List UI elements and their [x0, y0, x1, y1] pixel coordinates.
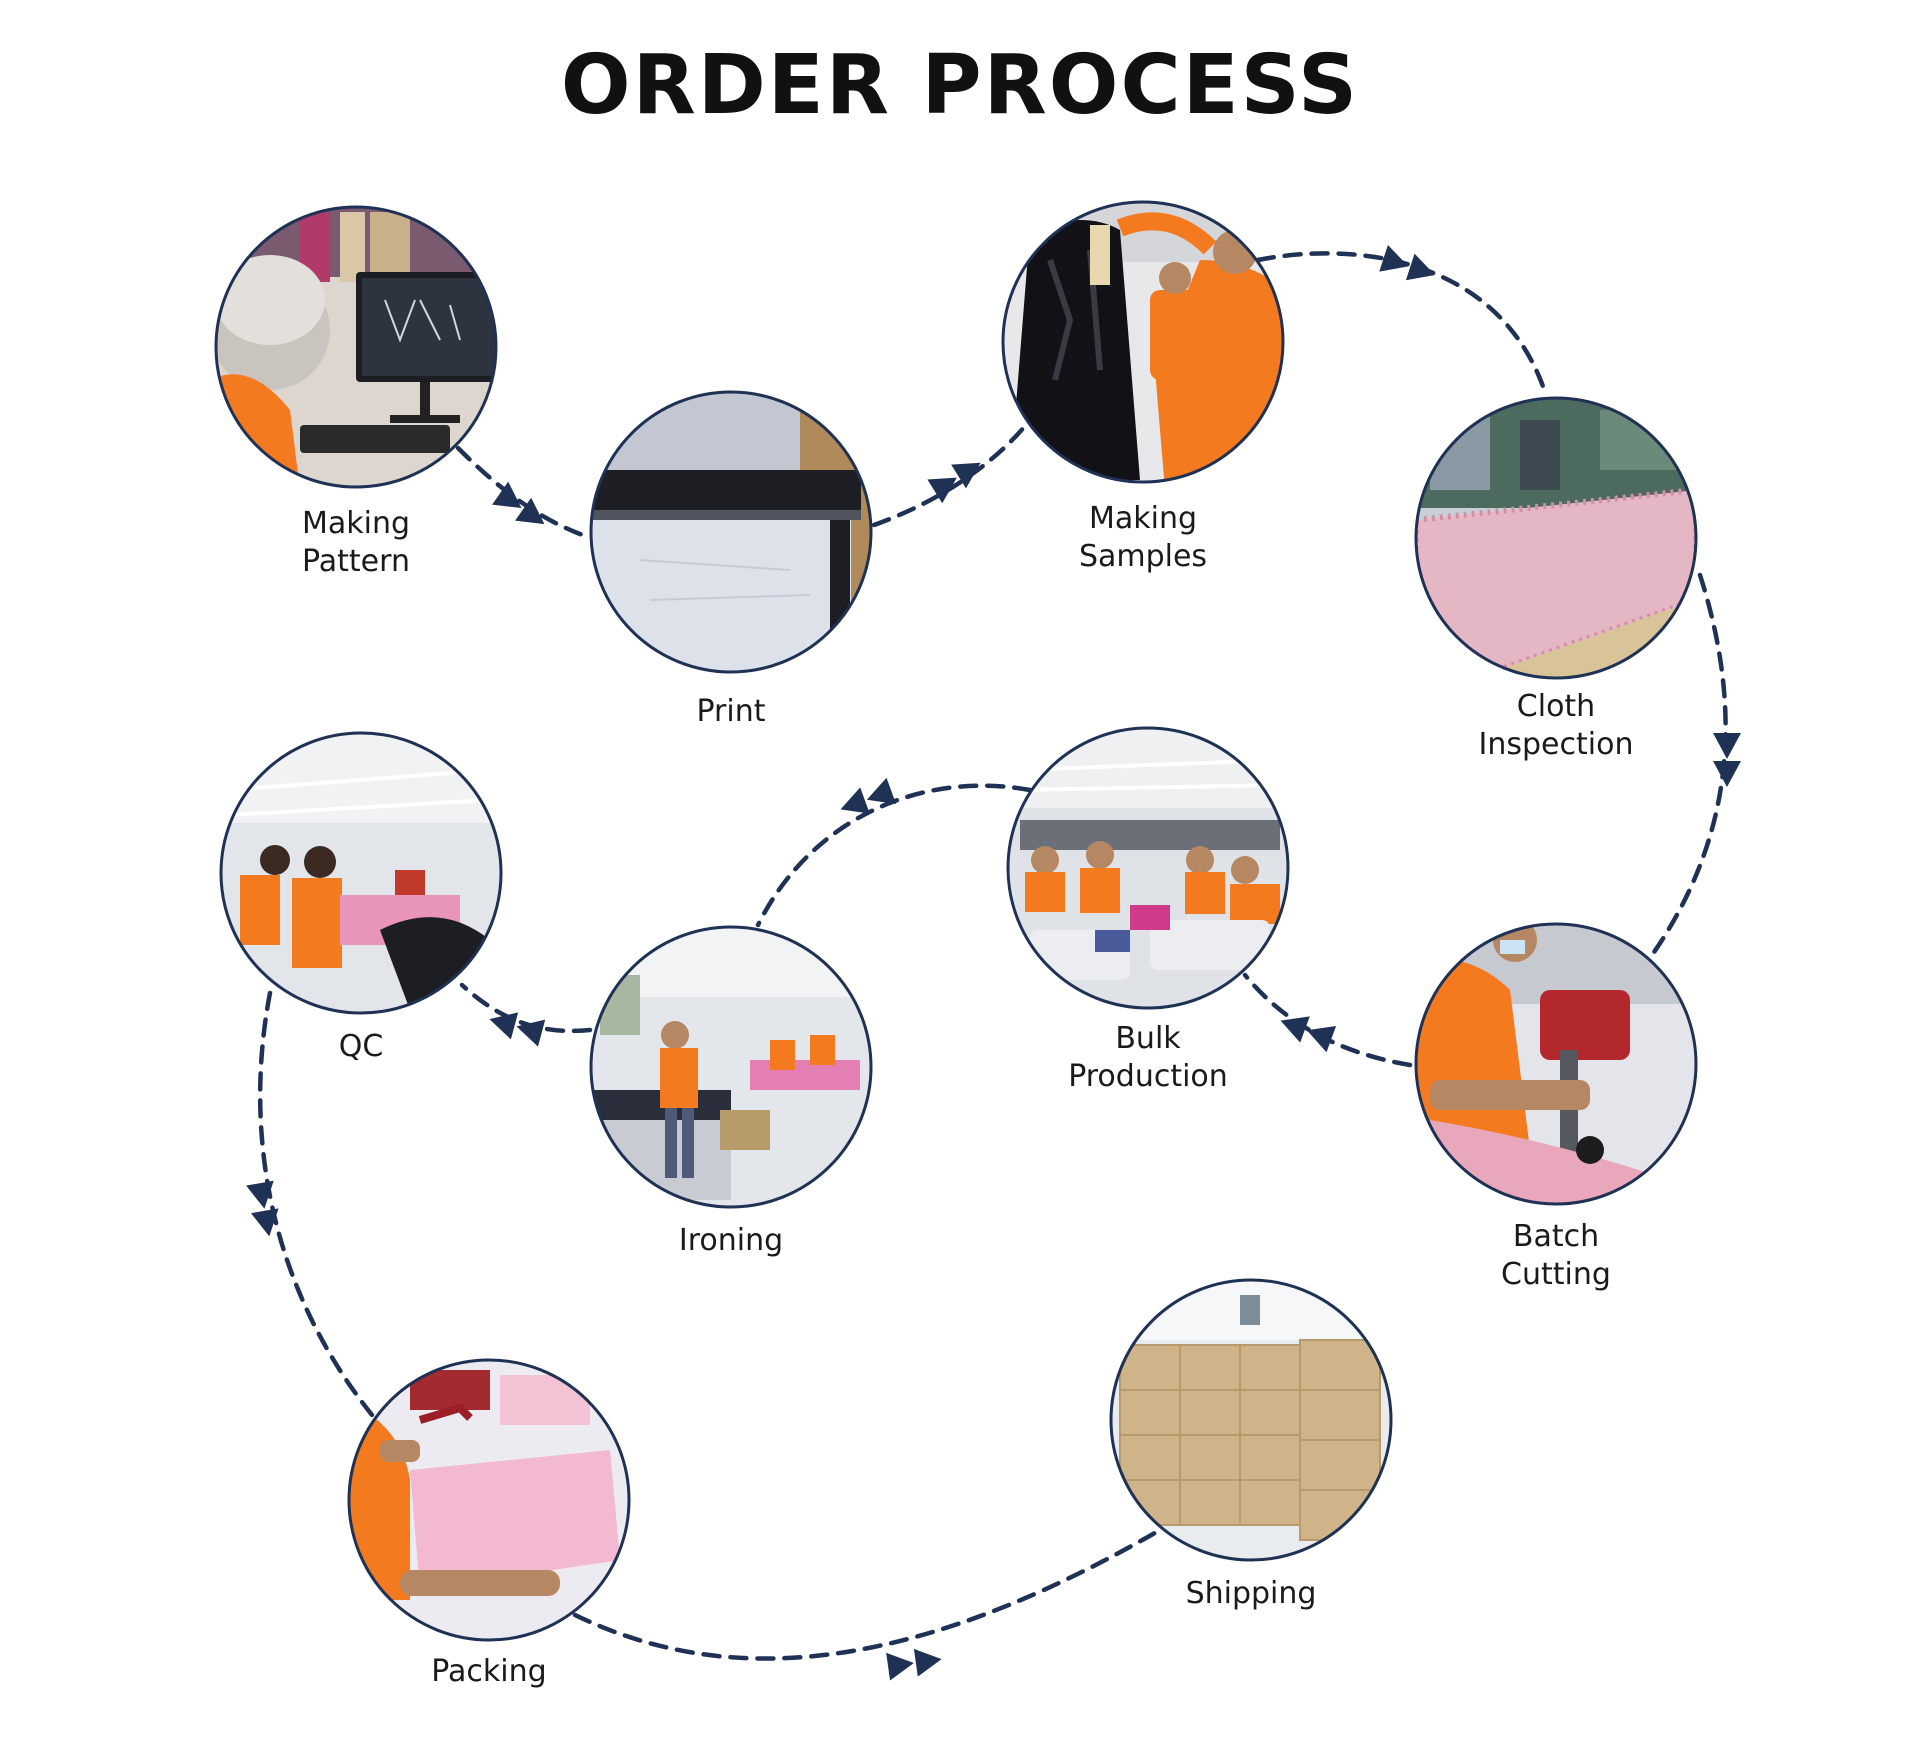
label-shipping: Shipping — [1185, 1576, 1317, 1611]
step-photo-qc — [219, 731, 503, 1015]
step-photo-making-pattern — [214, 205, 498, 489]
connector-pattern-to-print — [455, 445, 591, 540]
arrow-print-to-samples — [927, 462, 981, 504]
arrow-cutting-to-production — [1280, 1016, 1337, 1053]
step-photo-making-samples — [1001, 200, 1285, 484]
step-photo-bulk-production — [1006, 726, 1290, 1010]
label-print: Print — [696, 694, 766, 729]
arrow-pattern-to-print — [492, 481, 545, 525]
connector-packing-to-shipping — [572, 1527, 1163, 1661]
connector-ironing-to-qc — [459, 982, 593, 1034]
arrow-qc-to-packing — [246, 1180, 279, 1237]
label-packing: Packing — [431, 1654, 547, 1689]
step-photo-print — [589, 390, 873, 674]
label-qc: QC — [338, 1029, 384, 1064]
arrow-samples-to-inspection — [1379, 244, 1435, 281]
page-title: ORDER PROCESS — [560, 38, 1360, 133]
arrowheads — [246, 244, 1741, 1681]
step-photo-ironing — [589, 925, 873, 1209]
label-batch-cutting: Batch Cutting — [1501, 1219, 1611, 1292]
label-making-pattern: Making Pattern — [301, 506, 411, 579]
step-photo-batch-cutting — [1414, 922, 1698, 1206]
connector-production-to-ironing — [755, 783, 1033, 928]
step-photo-cloth-inspection — [1414, 396, 1698, 680]
label-cloth-inspection: Cloth Inspection — [1478, 689, 1634, 762]
arrow-packing-to-shipping — [886, 1648, 942, 1681]
label-bulk-production: Bulk Production — [1068, 1021, 1228, 1094]
connector-print-to-samples — [871, 417, 1033, 528]
step-photo-shipping — [1109, 1278, 1393, 1562]
step-photo-packing — [347, 1358, 631, 1642]
label-ironing: Ironing — [678, 1223, 784, 1258]
arrow-inspection-to-cutting — [1713, 733, 1741, 787]
connector-samples-to-inspection — [1255, 251, 1548, 395]
label-making-samples: Making Samples — [1078, 501, 1208, 574]
arrow-production-to-ironing — [840, 777, 897, 814]
arrow-ironing-to-qc — [489, 1012, 546, 1047]
connector-qc-to-packing — [257, 990, 375, 1418]
